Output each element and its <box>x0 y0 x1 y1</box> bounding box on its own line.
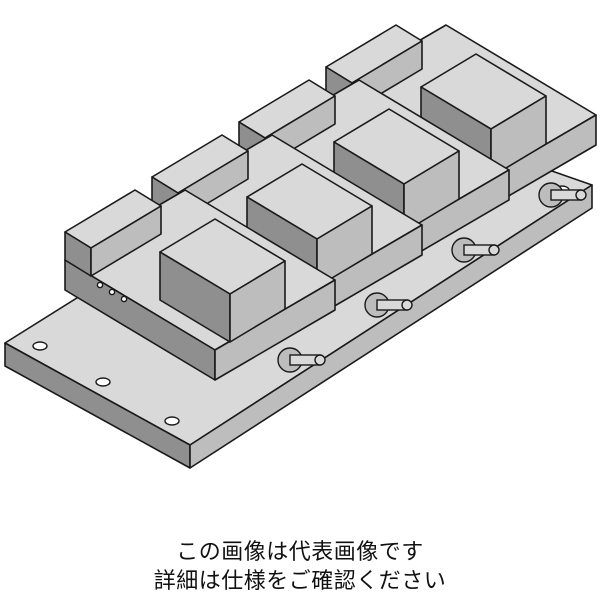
mounting-hole <box>164 416 180 426</box>
front-face <box>490 95 547 178</box>
front-face <box>90 205 162 277</box>
mounting-hole <box>95 377 111 387</box>
fixed-jaw <box>64 189 162 277</box>
front-face <box>229 260 286 343</box>
vise-fixture-illustration <box>4 24 597 469</box>
spindle-end <box>575 189 587 201</box>
caption-line-check-specifications: 詳細は仕様をご確認ください <box>153 569 447 594</box>
base-plate-front-side <box>189 184 593 469</box>
bolt-hole <box>96 281 104 289</box>
vise-unit <box>64 189 336 381</box>
front-face <box>316 205 373 288</box>
bolt-hole <box>108 288 116 296</box>
front-face <box>403 150 460 233</box>
spindle-end <box>314 354 326 366</box>
spindle-end <box>488 244 500 256</box>
moving-jaw-block <box>159 218 286 343</box>
front-face <box>214 279 336 381</box>
disclaimer-caption: この画像は代表画像です 詳細は仕様をご確認ください <box>0 538 600 596</box>
spindle-end <box>401 299 413 311</box>
bolt-hole <box>120 295 128 303</box>
caption-line-representative-image: この画像は代表画像です <box>176 540 424 565</box>
vise-group <box>64 24 597 381</box>
mounting-hole <box>32 341 48 351</box>
